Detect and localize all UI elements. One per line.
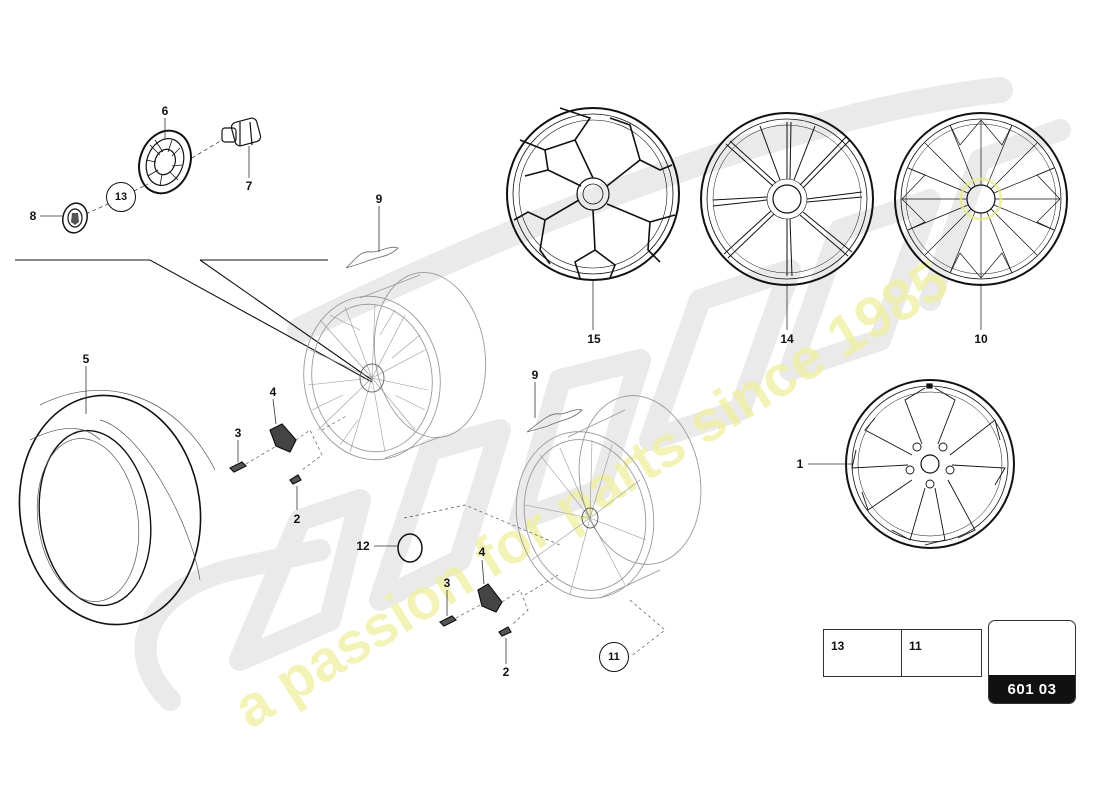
callout-9[interactable]: 9 (375, 192, 383, 206)
callout-4[interactable]: 4 (269, 385, 277, 399)
callout-circled-13-text: 13 (114, 191, 128, 203)
legend-item-wheel-bolt[interactable]: 11 (902, 630, 982, 676)
callout-10[interactable]: 10 (974, 332, 988, 346)
center-cap-assembly (62, 117, 262, 234)
wheel-10 (894, 112, 1068, 286)
tpms-lower (438, 583, 512, 637)
callout-1[interactable]: 1 (796, 457, 804, 471)
callout-circled-13[interactable]: 13 (106, 182, 136, 212)
legend-num: 13 (831, 639, 845, 653)
callout-circled-11[interactable]: 11 (599, 642, 629, 672)
parts-legend: 13 11 (823, 629, 982, 677)
callout-8[interactable]: 8 (29, 209, 37, 223)
callout-14[interactable]: 14 (780, 332, 794, 346)
wheel-15 (506, 107, 680, 281)
callout-12[interactable]: 12 (356, 539, 370, 553)
callout-3[interactable]: 3 (234, 426, 242, 440)
callout-15[interactable]: 15 (587, 332, 601, 346)
tyre (18, 390, 216, 626)
callout-5[interactable]: 5 (82, 352, 90, 366)
reference-code: 601 03 (989, 675, 1075, 703)
callout-2[interactable]: 2 (502, 665, 510, 679)
callout-circled-11-text: 11 (608, 651, 620, 663)
callout-6[interactable]: 6 (161, 104, 169, 118)
legend-divider (901, 630, 902, 676)
wheel-exploded-lower (515, 395, 702, 599)
callout-7[interactable]: 7 (245, 179, 253, 193)
callout-4[interactable]: 4 (478, 545, 486, 559)
center-cap-12 (397, 533, 423, 563)
callout-3[interactable]: 3 (443, 576, 451, 590)
callout-9[interactable]: 9 (531, 368, 539, 382)
legend-item-o-ring[interactable]: 13 (824, 630, 901, 676)
wheel-1 (845, 379, 1015, 549)
wheel-exploded-upper (303, 272, 487, 461)
callout-2[interactable]: 2 (293, 512, 301, 526)
tpms-upper (228, 423, 302, 485)
reference-box[interactable]: 601 03 (988, 620, 1076, 704)
legend-num: 11 (909, 639, 922, 653)
wheel-14 (700, 112, 874, 286)
